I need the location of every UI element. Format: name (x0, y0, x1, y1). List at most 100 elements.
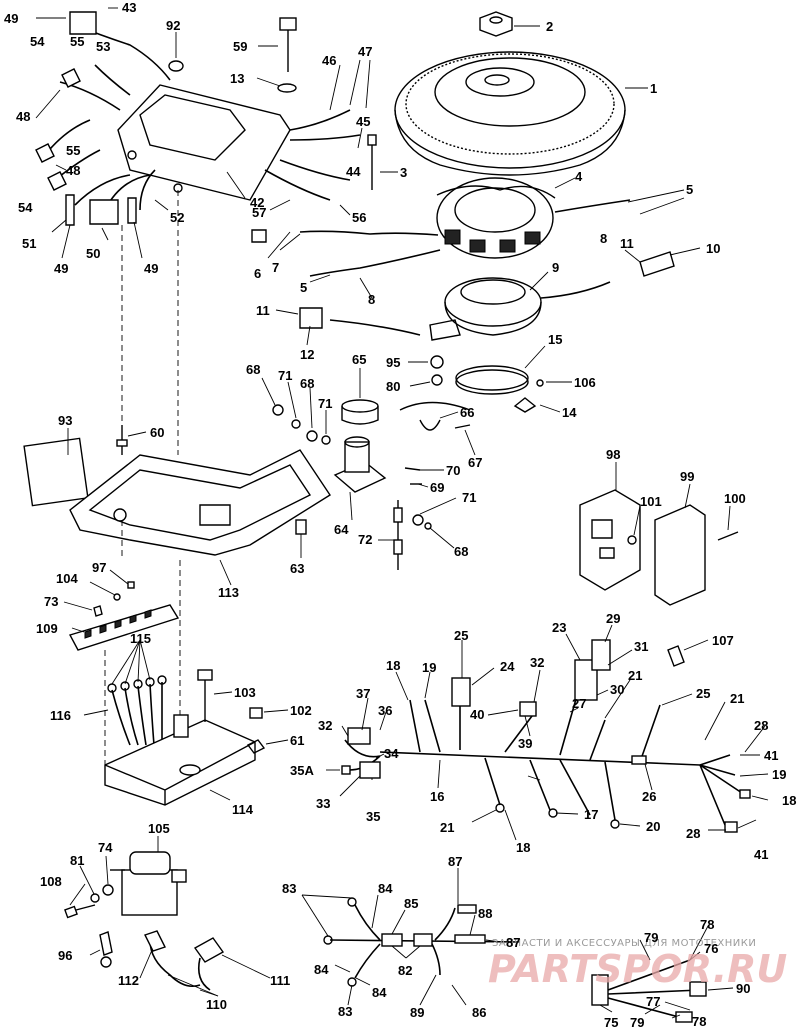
callout-115: 115 (130, 631, 151, 646)
callout-18b: 18 (782, 793, 796, 808)
callout-31: 31 (634, 639, 648, 654)
sleeve-part (341, 399, 379, 425)
wiring-harness-part (341, 639, 751, 833)
callout-57: 57 (252, 205, 266, 220)
stator-leads (299, 199, 631, 277)
callout-114: 114 (232, 802, 254, 817)
callout-8b: 8 (368, 292, 375, 307)
connector-10 (639, 251, 675, 277)
callout-77: 77 (646, 994, 660, 1009)
callout-61: 61 (290, 733, 304, 748)
callout-107: 107 (712, 633, 734, 648)
callout-111: 111 (270, 973, 290, 988)
callout-96: 96 (58, 948, 72, 963)
callout-45: 45 (356, 114, 370, 129)
small-fasteners (272, 355, 544, 535)
callout-113: 113 (218, 585, 239, 600)
leader-lines (35, 7, 769, 1019)
callout-5b: 5 (300, 280, 307, 295)
callout-36: 36 (378, 703, 392, 718)
timer-base-part (429, 277, 542, 341)
callout-78a: 78 (700, 917, 714, 932)
callout-110: 110 (206, 997, 227, 1012)
callout-85: 85 (404, 896, 418, 911)
callout-48b: 48 (66, 163, 80, 178)
connector-11 (299, 307, 323, 329)
callout-42: 42 (250, 195, 264, 210)
callout-50: 50 (86, 246, 100, 261)
callout-20: 20 (646, 819, 660, 834)
callout-labels: 49 43 92 59 2 54 55 53 13 46 47 1 48 45 … (4, 0, 796, 1030)
stator-part (436, 177, 556, 259)
callout-54b: 54 (18, 200, 33, 215)
watermark-brand: PARTSPOR.RU (488, 947, 787, 991)
cover-42-part (117, 84, 291, 201)
coil-fasteners (64, 884, 114, 919)
callout-21b: 21 (730, 691, 744, 706)
callout-80: 80 (386, 379, 400, 394)
clip-61-part (246, 739, 266, 754)
callout-32a: 32 (530, 655, 544, 670)
link-rod-part (393, 500, 403, 570)
callout-68c: 68 (454, 544, 468, 559)
callout-76: 76 (704, 941, 718, 956)
callout-9: 9 (552, 260, 559, 275)
callout-47: 47 (358, 44, 372, 59)
ignition-coil-part (110, 851, 187, 916)
callout-41b: 41 (754, 847, 768, 862)
callout-84c: 84 (372, 985, 387, 1000)
callout-41a: 41 (764, 748, 778, 763)
flywheel-part (394, 51, 626, 176)
callout-83a: 83 (282, 881, 296, 896)
callout-88: 88 (478, 906, 492, 921)
callout-21c: 21 (440, 820, 454, 835)
callout-13: 13 (230, 71, 244, 86)
callout-33: 33 (316, 796, 330, 811)
callout-59: 59 (233, 39, 247, 54)
callout-65: 65 (352, 352, 366, 367)
callout-98: 98 (606, 447, 620, 462)
part-drawings (23, 11, 751, 1023)
callout-55a: 55 (70, 34, 84, 49)
screw-73-part (93, 605, 103, 617)
callout-72: 72 (358, 532, 372, 547)
callout-7: 7 (272, 260, 279, 275)
callout-19a: 19 (422, 660, 436, 675)
callout-69: 69 (430, 480, 444, 495)
callout-106: 106 (574, 375, 596, 390)
callout-82: 82 (398, 963, 412, 978)
screw-3-part (367, 134, 377, 190)
callout-14: 14 (562, 405, 577, 420)
callout-4: 4 (575, 169, 583, 184)
callout-86: 86 (472, 1005, 486, 1020)
callout-18a: 18 (386, 658, 400, 673)
terminal-board-part (68, 604, 180, 651)
callout-97: 97 (92, 560, 106, 575)
callout-116: 116 (50, 708, 71, 723)
callout-26: 26 (642, 789, 656, 804)
ignition-module-part (104, 714, 256, 806)
throttle-cam-part (333, 436, 387, 493)
callout-60: 60 (150, 425, 164, 440)
callout-49a: 49 (4, 11, 18, 26)
callout-43: 43 (122, 0, 136, 15)
callout-112: 112 (118, 973, 139, 988)
callout-89: 89 (410, 1005, 424, 1020)
callout-19b: 19 (772, 767, 786, 782)
screw-97-part (127, 581, 135, 589)
callout-10: 10 (706, 241, 720, 256)
callout-2: 2 (546, 19, 553, 34)
watermark: ЗАПЧАСТИ И АКСЕССУАРЫ ДЛЯ МОТОТЕХНИКИ PA… (488, 938, 787, 991)
callout-30: 30 (610, 682, 624, 697)
callout-71a: 71 (278, 368, 292, 383)
callout-3: 3 (400, 165, 407, 180)
nut-92-part (168, 60, 184, 72)
callout-52: 52 (170, 210, 184, 225)
stud-part (116, 425, 128, 455)
decal-part (23, 437, 89, 507)
callout-92: 92 (166, 18, 180, 33)
callout-28a: 28 (754, 718, 768, 733)
callout-70: 70 (446, 463, 460, 478)
callout-40: 40 (470, 707, 484, 722)
callout-99: 99 (680, 469, 694, 484)
